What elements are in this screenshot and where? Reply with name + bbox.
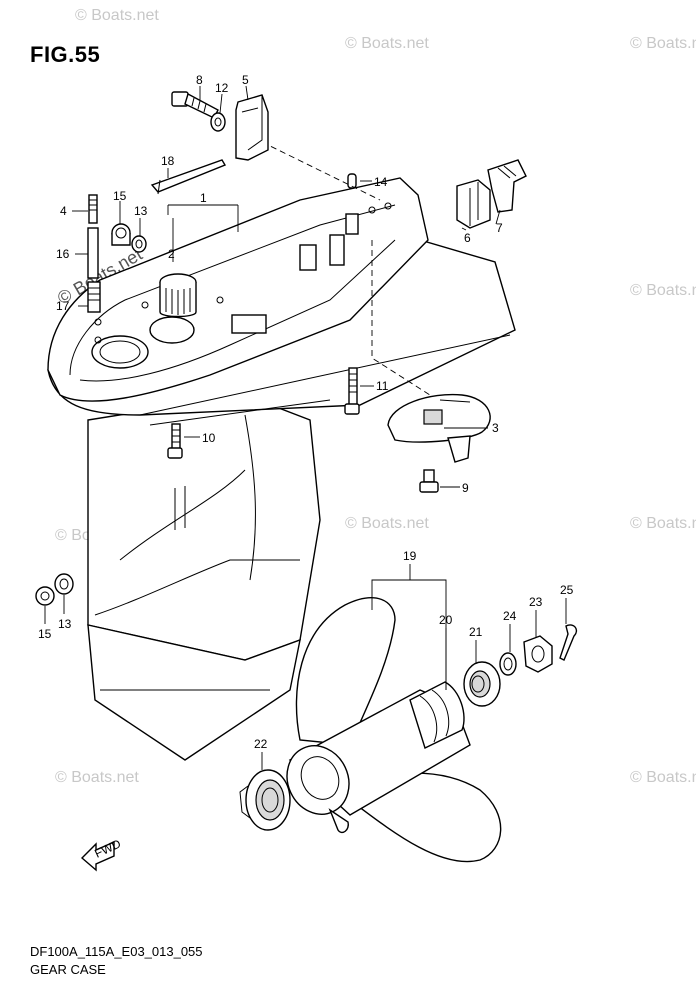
part-bolt-9	[419, 469, 439, 493]
watermark: © Boats.net	[630, 35, 696, 52]
part-propeller-20	[286, 597, 502, 863]
callout-12: 12	[215, 81, 229, 95]
part-washer-12	[210, 112, 226, 132]
fwd-direction-arrow: FWD	[80, 836, 123, 872]
callout-20: 20	[439, 613, 453, 627]
callout-18: 18	[161, 154, 175, 168]
part-stud-17	[87, 281, 101, 313]
callout-8: 8	[196, 73, 203, 87]
callout-1: 1	[200, 191, 207, 205]
part-anode-3	[387, 393, 491, 463]
callout-7: 7	[496, 221, 503, 235]
callout-22: 22	[254, 737, 268, 751]
callout-21: 21	[469, 625, 483, 639]
watermark: © Boats.net	[345, 35, 429, 52]
part-clip-6	[456, 179, 491, 229]
callout-4: 4	[60, 204, 67, 218]
callout-10: 10	[202, 431, 216, 445]
part-callouts: 1 2 3 4 5 6 7 8 9 10 11 12 13 13 14 15 1…	[38, 73, 574, 751]
part-plug-15	[111, 223, 131, 246]
watermark: © Boats.net	[55, 769, 139, 786]
figure-name: GEAR CASE	[30, 962, 106, 977]
gear-case-housing	[47, 173, 516, 761]
callout-13-lower: 13	[58, 617, 72, 631]
watermark: © Boats.net	[630, 282, 696, 299]
part-stud-4	[88, 194, 98, 224]
callout-24: 24	[503, 609, 517, 623]
leader-lines	[44, 85, 567, 770]
callout-15-lower: 15	[38, 627, 52, 641]
part-cable-tie-18	[150, 159, 227, 195]
figure-code: DF100A_115A_E03_013_055	[30, 944, 203, 959]
part-nut-23	[523, 635, 553, 673]
watermark: © Boats.net	[630, 769, 696, 786]
callout-16: 16	[56, 247, 70, 261]
part-bushing-21	[463, 661, 501, 707]
part-cotter-pin-25	[559, 624, 578, 661]
callout-2: 2	[168, 247, 175, 261]
watermark: © Boats.net	[630, 515, 696, 532]
callout-6: 6	[464, 231, 471, 245]
part-bracket-5	[235, 94, 269, 161]
callout-25: 25	[560, 583, 574, 597]
callout-13: 13	[134, 204, 148, 218]
alignment-line	[261, 141, 381, 201]
part-bolt-8	[171, 91, 219, 119]
callout-17: 17	[56, 299, 70, 313]
callout-14: 14	[374, 175, 388, 189]
callout-19: 19	[403, 549, 417, 563]
alignment-line	[371, 240, 431, 396]
part-sleeve-16	[87, 227, 99, 279]
callout-5: 5	[242, 73, 249, 87]
callout-3: 3	[492, 421, 499, 435]
callout-23: 23	[529, 595, 543, 609]
part-thrust-washer-22	[239, 769, 291, 831]
part-bolt-10	[167, 423, 183, 459]
watermark: © Boats.net	[75, 7, 159, 24]
figure-title: FIG.55	[30, 42, 101, 67]
watermark: © Boats.net	[345, 515, 429, 532]
part-plug-15-lower	[35, 586, 55, 606]
part-washer-24	[499, 652, 517, 676]
callout-15: 15	[113, 189, 127, 203]
part-washer-13-lower	[54, 573, 74, 595]
callout-9: 9	[462, 481, 469, 495]
part-clip-7	[487, 159, 527, 213]
part-washer-13	[131, 235, 147, 253]
callout-11: 11	[376, 379, 389, 393]
part-bolt-11	[344, 367, 360, 415]
